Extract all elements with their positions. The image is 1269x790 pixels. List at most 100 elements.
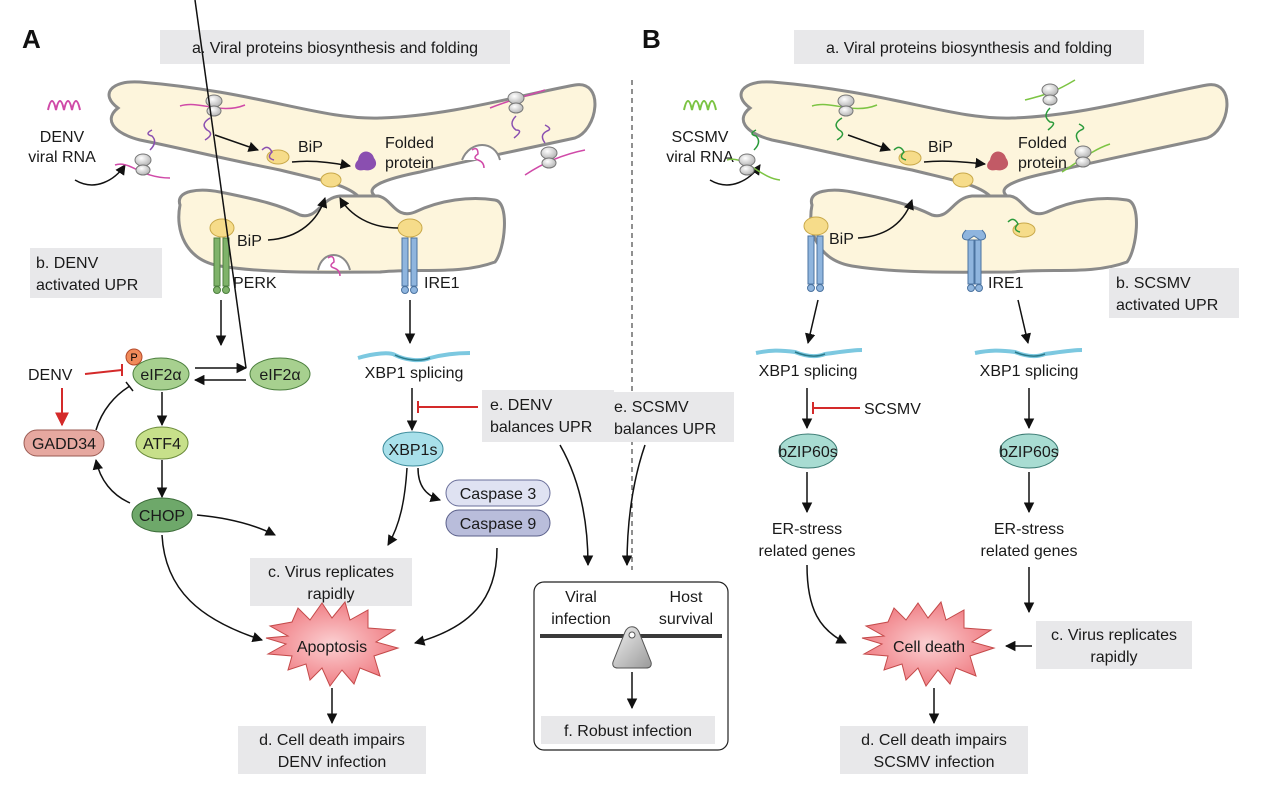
label-bzip-right: bZIP60s	[999, 444, 1059, 461]
replication-vesicle-icon	[461, 144, 501, 161]
folded-protein-icon	[987, 151, 1009, 171]
label-bip-lower: BiP	[237, 233, 262, 250]
balance-panel: Viral infection Host survival f. Robust …	[533, 581, 729, 751]
label-e-line2: balances UPR	[490, 419, 592, 436]
label-b-line2: activated UPR	[36, 277, 138, 294]
label-caspase3: Caspase 3	[460, 486, 537, 503]
ribosome-icon	[726, 129, 781, 181]
balance-fulcrum-icon	[612, 626, 652, 669]
label-box-b-activated	[30, 248, 162, 298]
label-box-e-balances	[482, 390, 614, 442]
viral-rna-coil-icon	[47, 100, 81, 111]
arrow-to-folded-b	[923, 157, 987, 169]
eif2a-p-node	[132, 357, 190, 391]
arrow-chop-to-replication	[196, 514, 276, 536]
perk-receptor-icon	[209, 218, 235, 294]
rna-entry-arrow	[74, 164, 126, 186]
label-xbp1s: XBP1s	[389, 442, 438, 459]
label-c-line1-b: c. Virus replicates	[1051, 627, 1177, 644]
arrow-bip-release-ire1	[339, 197, 399, 229]
arrow-to-bip-b	[847, 134, 891, 152]
arrow-chop-to-gadd34	[92, 458, 131, 504]
free-bip-icon	[320, 172, 342, 188]
inhibit-bar	[125, 381, 134, 392]
arrow-er-left-to-death	[806, 564, 847, 644]
label-perk: PERK	[233, 275, 277, 292]
caspase3-node	[445, 479, 551, 507]
label-denv-inhibitor: DENV	[28, 367, 73, 384]
label-er-right-2: related genes	[981, 543, 1078, 560]
label-scsmv-inhibitor: SCSMV	[864, 401, 921, 418]
fulcrum-pivot	[628, 631, 636, 639]
label-xbp1-left: XBP1 splicing	[759, 363, 858, 380]
er-membrane-upper	[107, 80, 597, 198]
vesicle-rna-icon	[327, 255, 341, 277]
label-b-line2-b: activated UPR	[1116, 297, 1218, 314]
xbp1-intron-icon	[394, 354, 431, 361]
label-box-f-robust	[541, 716, 715, 744]
arrow-caspase-to-apoptosis	[413, 547, 498, 646]
receptor-left-icon	[803, 216, 829, 292]
label-ire1: IRE1	[424, 275, 460, 292]
bzip60s-left-node	[778, 433, 838, 469]
label-viral-2: infection	[551, 611, 611, 628]
xbp1-intron-icon	[1014, 351, 1046, 357]
label-f-robust: f. Robust infection	[564, 723, 692, 740]
arrow-e-to-balance-b	[621, 444, 646, 567]
label-scsmv-rna-1: SCSMV	[672, 129, 729, 146]
phosphate-badge	[125, 348, 143, 366]
arrow-xbp1s-to-caspase	[417, 467, 441, 502]
label-viral-1: Viral	[565, 589, 597, 606]
gadd34-inhibit-eif2a	[95, 385, 131, 431]
bip-protein-icon	[266, 149, 290, 165]
label-c-line2: rapidly	[307, 586, 354, 603]
arrow-bip-release-b	[857, 199, 914, 239]
label-b-line1-b: b. SCSMV	[1116, 275, 1191, 292]
label-denv-rna-1: DENV	[40, 129, 85, 146]
arrow-to-folded	[291, 158, 352, 170]
label-folded-2-b: protein	[1018, 155, 1067, 172]
gadd34-node	[23, 429, 105, 457]
bip-protein-icon	[898, 150, 922, 166]
label-caspase9: Caspase 9	[460, 516, 537, 533]
label-bzip-left: bZIP60s	[778, 444, 838, 461]
label-bip-lower-b: BiP	[829, 231, 854, 248]
label-bip-top: BiP	[298, 139, 323, 156]
er-membrane-upper-b	[739, 80, 1229, 198]
label-d-line1: d. Cell death impairs	[259, 732, 405, 749]
label-ire1-b: IRE1	[988, 275, 1024, 292]
label-e-line2-b: balances UPR	[614, 421, 716, 438]
label-gadd34: GADD34	[32, 436, 96, 453]
cell-death-starburst	[861, 600, 996, 687]
arrow-bip-release-perk	[267, 196, 328, 241]
label-scsmv-rna-2: viral RNA	[666, 149, 734, 166]
label-folded-1-b: Folded	[1018, 135, 1067, 152]
arrow-right-down	[1017, 299, 1031, 345]
panel-letter-a: A	[22, 24, 41, 54]
label-e-line1: e. DENV	[490, 397, 553, 414]
label-p: P	[130, 352, 137, 364]
label-xbp1-splicing: XBP1 splicing	[365, 365, 464, 382]
label-e-line1-b: e. SCSMV	[614, 399, 689, 416]
ribosome-icon	[114, 129, 171, 179]
viral-rna-coil-icon	[683, 100, 717, 111]
ribosome-icon	[524, 124, 586, 176]
xbp1-intron-icon	[794, 351, 826, 357]
vesicle-rna-icon	[471, 147, 485, 169]
label-bip-top-b: BiP	[928, 139, 953, 156]
label-c-line1: c. Virus replicates	[268, 564, 394, 581]
label-d-line2: DENV infection	[278, 754, 387, 771]
bzip60s-right-node	[999, 433, 1059, 469]
label-host-2: survival	[659, 611, 713, 628]
denv-inhibit-line	[84, 369, 123, 375]
label-eif2a: eIF2α	[259, 367, 300, 384]
ire1-receptor-b-icon	[961, 229, 987, 292]
eif2a-node	[249, 357, 311, 391]
label-d-line2-b: SCSMV infection	[874, 754, 995, 771]
caspase9-node	[445, 509, 551, 537]
unfolded-protein-icon	[1007, 218, 1021, 233]
label-box-d-cell-death-b	[840, 726, 1028, 774]
label-cell-death: Cell death	[893, 639, 965, 656]
label-host-1: Host	[670, 589, 703, 606]
